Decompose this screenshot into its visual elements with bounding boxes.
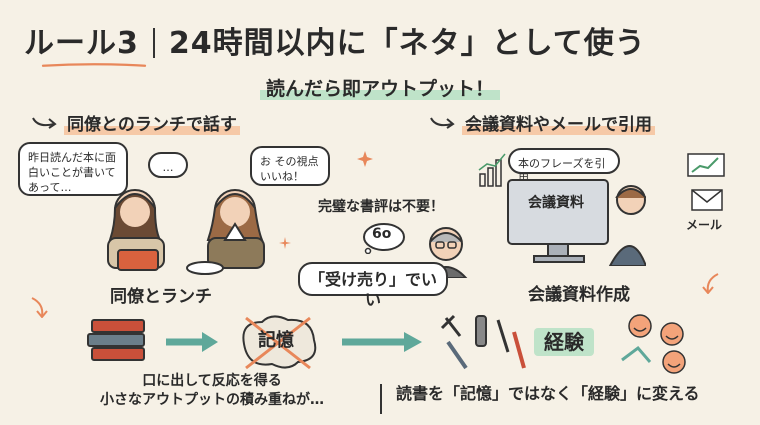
curved-arrow-icon bbox=[430, 117, 455, 129]
left-caption: 口に出して反応を得る 小さなアウトプットの積み重ねが… bbox=[100, 373, 324, 408]
right-section-heading: 会議資料やメールで引用 bbox=[462, 110, 655, 135]
title-underline-stroke bbox=[41, 63, 147, 67]
speech-bubble-ellipsis: … bbox=[148, 152, 188, 178]
meeting-doc-label: 会議資料作成 bbox=[528, 285, 630, 305]
speech-bubble-lunch: 昨日読んだ本に面白いことが書いてあって… bbox=[18, 142, 128, 196]
memory-label: 記憶 bbox=[258, 330, 294, 351]
subtitle: 読んだら即アウトプット！ bbox=[0, 74, 760, 101]
brain-icon bbox=[242, 315, 317, 370]
lunch-label: 同僚とランチ bbox=[110, 287, 212, 307]
books-icon bbox=[87, 319, 145, 361]
curved-arrow-down-icon bbox=[31, 297, 48, 318]
right-caption: 読書を「記憶」ではなく「経験」に変える bbox=[396, 384, 700, 403]
speech-bubble-quote: 本のフレーズを引用 bbox=[508, 148, 620, 185]
chart-trend-icon bbox=[687, 153, 725, 177]
curved-arrow-down-icon bbox=[702, 273, 719, 294]
sparkle-icon bbox=[279, 237, 291, 249]
monitor-text: 会議資料 bbox=[528, 195, 584, 211]
tools-icon bbox=[440, 314, 526, 370]
lunch-illustration bbox=[107, 189, 265, 275]
title-divider bbox=[152, 28, 155, 58]
bar-chart-icon bbox=[478, 153, 506, 187]
speech-bubble-reply: お その視点 いいね！ bbox=[250, 146, 330, 186]
smiley-faces-icon bbox=[621, 314, 686, 374]
sparkle-icon bbox=[357, 151, 373, 167]
thought-bubble-icon bbox=[363, 223, 405, 254]
experience-label: 経験 bbox=[534, 326, 594, 356]
curved-arrow-icon bbox=[32, 117, 57, 129]
monitor-illustration bbox=[507, 179, 646, 266]
title-rule: ルール3 bbox=[24, 26, 139, 61]
title-main: 24時間以内に「ネタ」として使う bbox=[168, 26, 646, 61]
glasses-icon: 6o bbox=[372, 226, 392, 242]
arrow-right-icon bbox=[166, 332, 218, 352]
center-top-text: 完璧な書評は不要！ bbox=[318, 199, 444, 215]
center-speech-bubble: 「受け売り」でいい bbox=[298, 262, 448, 309]
experience-text: 経験 bbox=[534, 328, 594, 356]
caption-divider bbox=[380, 384, 382, 414]
page-title: ルール3 24時間以内に「ネタ」として使う bbox=[24, 18, 646, 62]
arrow-right-icon bbox=[342, 332, 422, 352]
mail-label: メール bbox=[686, 218, 723, 232]
mail-icon bbox=[691, 189, 723, 211]
left-section-heading: 同僚とのランチで話す bbox=[64, 110, 240, 135]
subtitle-text: 読んだら即アウトプット！ bbox=[259, 78, 500, 100]
